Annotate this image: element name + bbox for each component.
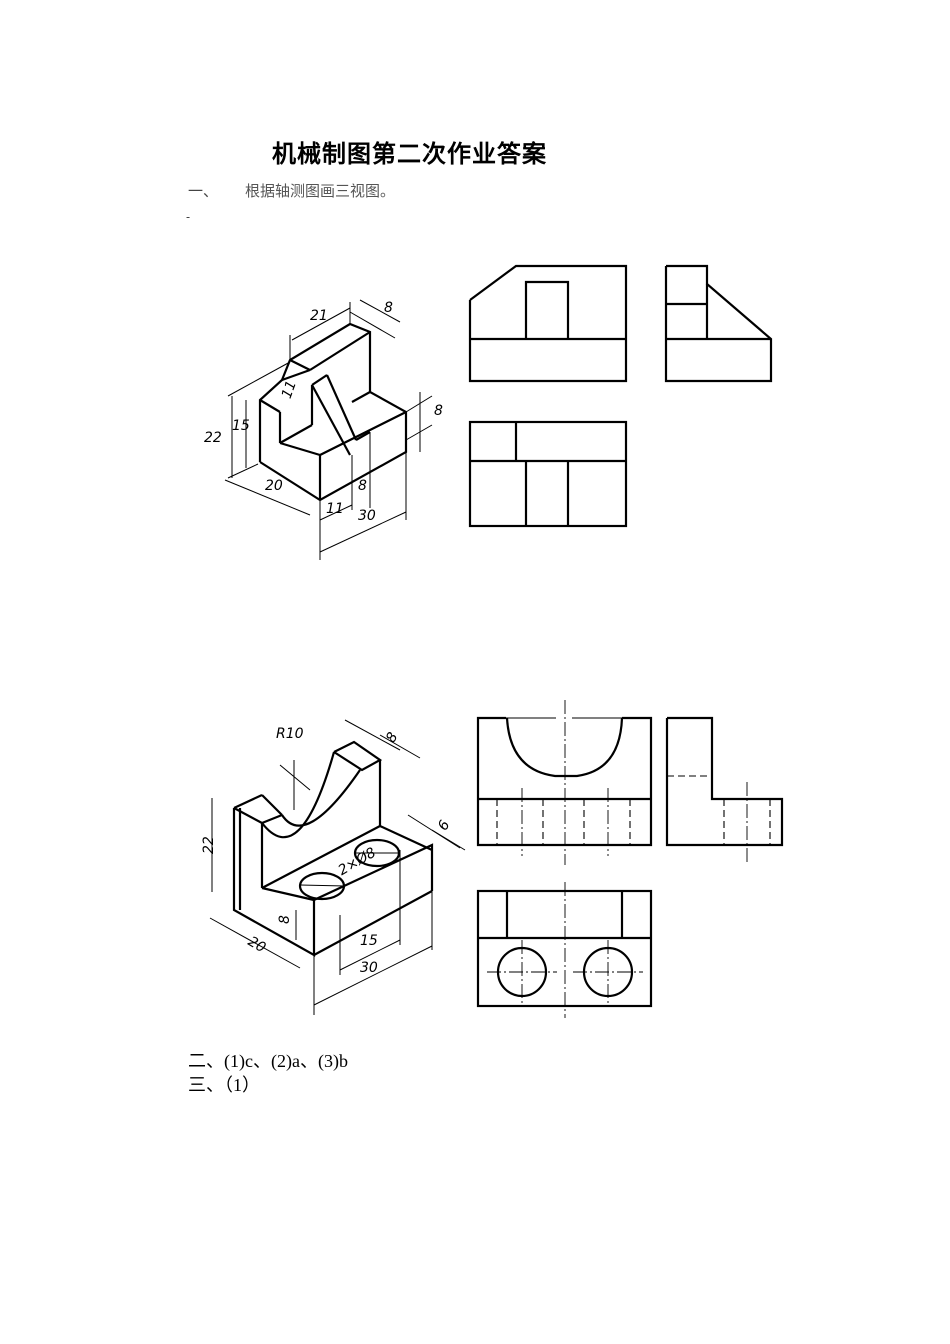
section-3-answers: 三、（1）	[188, 1075, 260, 1095]
stray-mark: -	[186, 210, 191, 224]
dim-21: 21	[310, 308, 328, 324]
dim-22: 22	[204, 430, 222, 446]
p1-top-view	[468, 420, 628, 528]
p2-front-view	[476, 700, 653, 865]
dim-11-vert: 11	[279, 378, 300, 400]
section-2-answers: 二、(1)c、(2)a、(3)b	[188, 1051, 348, 1071]
dim-20: 20	[265, 478, 283, 494]
p2-top-view	[476, 882, 653, 1018]
section-1-number: 一、	[188, 182, 219, 200]
section-1-instruction: 根据轴测图画三视图。	[245, 182, 396, 200]
p1-left-view	[664, 264, 773, 383]
dim-22: 22	[201, 836, 217, 854]
dim-30: 30	[360, 960, 378, 976]
p1-front-view	[468, 264, 628, 383]
dim-r10: R10	[276, 726, 304, 742]
dim-8-top: 8	[384, 300, 393, 316]
dim-30: 30	[358, 508, 376, 524]
p2-left-view	[665, 716, 784, 862]
dim-15: 15	[232, 418, 250, 434]
dim-20: 20	[245, 934, 269, 957]
dim-8-bottom: 8	[358, 478, 367, 494]
dim-8-height: 8	[277, 915, 293, 924]
dim-11-bottom: 11	[326, 501, 344, 517]
document-title: 机械制图第二次作业答案	[272, 140, 547, 168]
dim-8-right: 8	[434, 403, 443, 419]
dim-15: 15	[360, 933, 378, 949]
